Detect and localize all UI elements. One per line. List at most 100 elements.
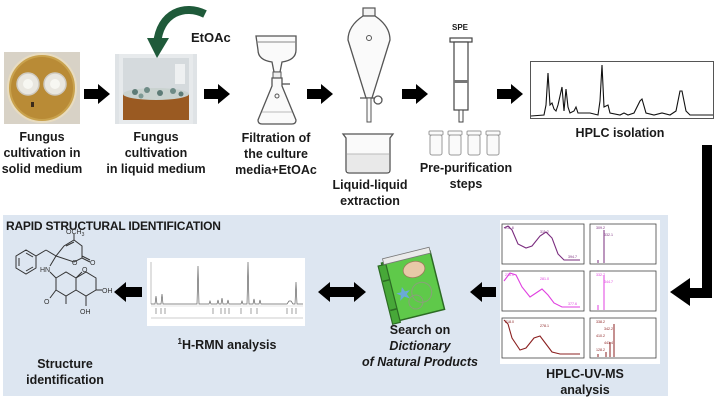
uv-spectrum-trace [503,319,580,355]
chromatogram-icon [530,61,714,119]
arrow-right-icon [307,84,333,104]
petri-dish-icon [7,53,77,123]
uv-peak-label: 218.0 [505,320,514,324]
spectra-figure: 211.8 311.2 394.7 309.2 332.1 236.0 281.0 377.6… [501,223,657,359]
ms-spectrum: 338.2 342.2 410.2 441.4 128.2 [589,317,657,359]
step-label-solid-medium: Fungus cultivation in solid medium [0,129,84,177]
step-label-hplc-uv-ms: HPLC-UV-MS analysis [530,366,640,398]
label-line: Structure [37,357,93,371]
ms-peak-label: 410.2 [596,334,605,338]
ms-spectrum-frame [589,270,657,312]
step-label-filtration: Filtration of the culture media+EtOAc [228,130,324,178]
uv-spectrum: 236.0 281.0 377.6 [501,270,585,312]
vacuum-filtration-icon [255,35,297,125]
petri-dish-photo [4,52,80,124]
label-line: Fungus cultivation [124,130,188,160]
beaker-icon [341,133,395,174]
step-label-pre-purification: Pre-purification steps [414,160,518,192]
step-label-structure-identification: Structure identification [20,356,110,388]
uv-peak-label: 236.0 [505,273,514,277]
uv-peak-label: 278.1 [540,324,549,328]
uv-spectrum-trace [503,225,580,261]
step-label-hplc-isolation: HPLC isolation [570,125,670,141]
label-line: the culture [244,147,308,161]
nmr-spectrum-plot [150,261,303,319]
double-arrow-icon [318,282,366,302]
vials-icon [428,130,501,156]
uv-peak-label: 377.6 [568,302,577,306]
label-line: Search on Dictionary [358,322,482,354]
arrow-right-icon [497,84,523,104]
arrow-right-icon [84,84,110,104]
ms-spectrum-frame [589,317,657,359]
ms-peak-label: 128.2 [596,348,605,352]
uv-spectrum-frame [501,317,585,359]
quinone-oxygen-label: O [44,299,50,306]
uv-peak-label: 311.2 [540,230,549,234]
label-superscript: 1 [177,337,182,346]
arrow-left-icon [114,282,142,302]
ms-peak-label: 309.2 [596,226,605,230]
label-line: solid medium [1,162,83,176]
step-label-dictionary-search: Search on Dictionary of Natural Products [358,322,482,370]
label-line: extraction [340,194,400,208]
label-line: media+EtOAc [235,163,317,177]
dictionary-book-icon [377,246,446,326]
arrow-right-icon [402,84,428,104]
uv-spectrum: 211.8 311.2 394.7 [501,223,585,265]
ms-peak-label: 342.2 [604,327,613,331]
label-text: H-RMN analysis [181,338,277,353]
step-label-liquid-liquid-extraction: Liquid-liquid extraction [322,177,418,209]
label-italic-title: Dictionary [389,339,451,353]
step-label-liquid-medium: Fungus cultivation in liquid medium [102,129,210,177]
ms-peak-label: 332.7 [596,273,605,277]
label-line: cultivation in [3,146,81,160]
liquid-culture-photo [115,54,197,124]
spe-cartridge-icon [449,37,473,123]
arrow-left-icon [470,282,496,302]
methoxy-label: OCH3 [66,229,85,238]
step-label-nmr-analysis: 1H-RMN analysis [170,334,284,353]
uv-spectrum-frame [501,223,585,265]
label-line: in liquid medium [106,162,206,176]
ms-spectrum-frame [589,223,657,265]
ms-peak-label: 338.2 [596,320,605,324]
arrow-right-icon [204,84,230,104]
ring-oxygen-label: O [72,260,78,267]
flask-culture-icon [119,54,193,124]
solvent-addition-arrow-icon [147,6,207,58]
label-line: of Natural Products [362,355,478,369]
solvent-label: EtOAc [191,30,231,45]
ms-spectrum: 309.2 332.1 [589,223,657,265]
ms-spectrum: 332.7 344.7 [589,270,657,312]
uv-spectrum-frame [501,270,585,312]
uv-peak-label: 211.8 [505,226,514,230]
label-line: Pre-purification [419,161,513,175]
amine-label: HN [40,267,50,274]
ms-peak-label: 441.4 [604,341,613,345]
hydroxyl-label: OH [80,309,91,316]
label-line: analysis [560,383,610,397]
label-line: Liquid-liquid [332,178,408,192]
ms-peak-label: 332.1 [604,233,613,237]
hydroxyl-label: OH [102,288,113,295]
label-line: steps [449,177,483,191]
quinone-oxygen-label: O [82,267,88,274]
uv-peak-label: 394.7 [568,255,577,259]
uv-peak-label: 281.0 [540,277,549,281]
label-line: Fungus [19,130,65,144]
uv-spectrum-trace [503,272,580,308]
uv-spectrum: 218.0 278.1 [501,317,585,359]
label-line: HPLC isolation [575,126,665,140]
uv-ms-spectra-grid: 211.8 311.2 394.7 309.2 332.1 236.0 281.0 377.6… [500,220,660,364]
label-line: HPLC-UV-MS [546,367,624,381]
ms-peak-label: 344.7 [604,280,613,284]
carbonyl-oxygen-label: O [90,260,96,267]
spe-label: SPE [452,23,469,32]
chemical-structure-icon: OCH3 O O HN O O OH OH [15,229,113,316]
label-prefix: Search on [389,323,451,337]
separatory-funnel-icon [347,7,391,123]
label-line: Filtration of [241,131,311,145]
label-line: identification [26,373,104,387]
panel-title: RAPID STRUCTURAL IDENTIFICATION [6,219,221,233]
